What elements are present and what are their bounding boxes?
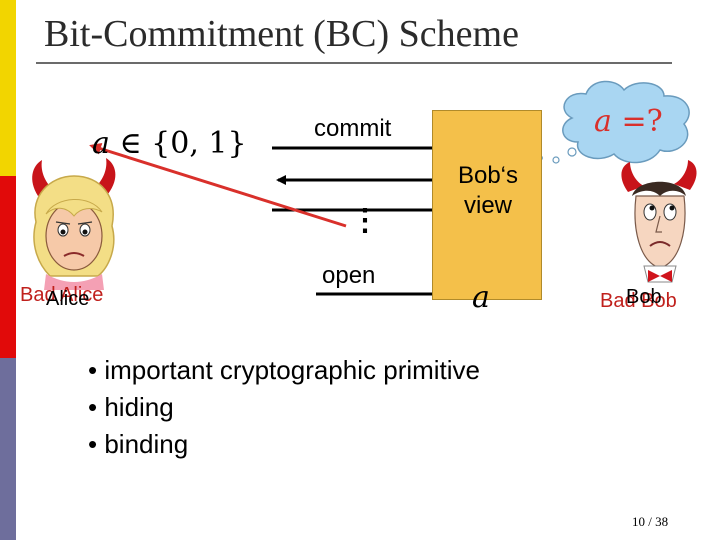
bullet-item: • hiding [88, 389, 480, 426]
alice-bit-domain: ∈ {0, 1} [119, 126, 246, 161]
bob-view-box: Bob‘s view [432, 110, 542, 300]
bob-thought-variable: a [594, 104, 612, 139]
opened-value-variable: a [472, 280, 490, 315]
alice-bit-expression: a ∈ {0, 1} [92, 126, 247, 161]
bob-view-label: Bob‘s view [433, 161, 543, 221]
ellipsis-dots: ⋮ [350, 206, 380, 236]
open-label: open [322, 262, 375, 290]
page-separator: / [648, 514, 652, 529]
page-current: 10 [632, 514, 645, 529]
alice-face-icon [32, 158, 115, 290]
bullet-list: • important cryptographic primitive • hi… [88, 352, 480, 463]
bob-thought-question: =? [621, 104, 662, 139]
page-total: 38 [655, 514, 668, 529]
alice-bit-variable: a [92, 126, 110, 161]
opened-value: a [472, 280, 490, 315]
bob-label: Bob [626, 286, 662, 309]
page-number: 10 / 38 [632, 514, 668, 530]
bob-thought-expression: a =? [594, 104, 663, 139]
bullet-item: • important cryptographic primitive [88, 352, 480, 389]
bob-face-icon [621, 160, 696, 282]
bullet-item: • binding [88, 426, 480, 463]
commit-label: commit [314, 115, 391, 143]
alice-label: Alice [46, 288, 89, 311]
